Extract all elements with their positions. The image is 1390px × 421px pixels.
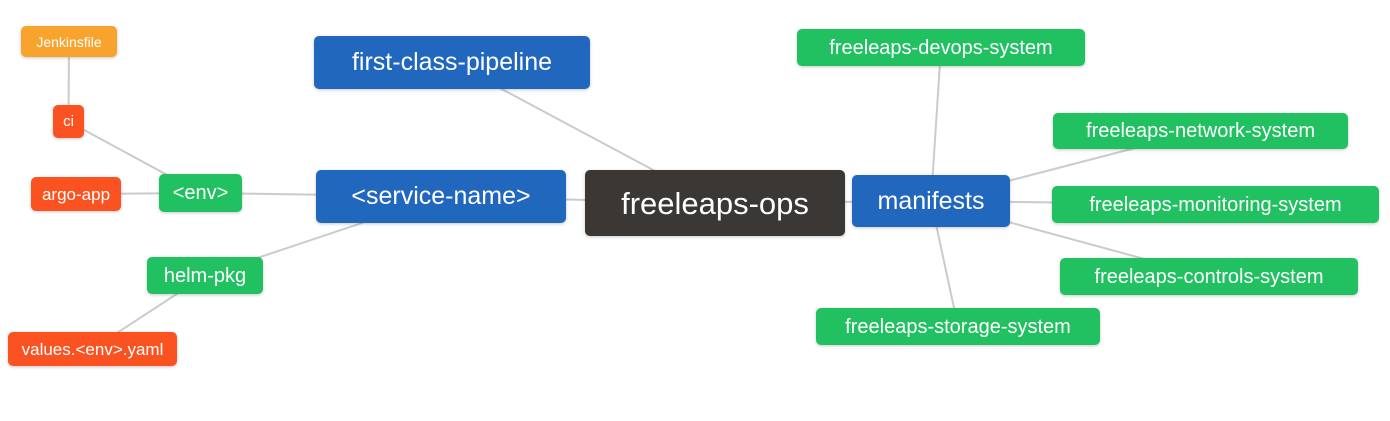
node-env[interactable]: <env> — [159, 174, 242, 212]
node-jenkinsfile[interactable]: Jenkinsfile — [21, 26, 117, 57]
node-freeleaps-controls-system[interactable]: freeleaps-controls-system — [1060, 258, 1358, 295]
node-freeleaps-ops-root[interactable]: freeleaps-ops — [585, 170, 845, 236]
node-freeleaps-monitoring-system[interactable]: freeleaps-monitoring-system — [1052, 186, 1379, 223]
node-freeleaps-devops-system[interactable]: freeleaps-devops-system — [797, 29, 1085, 66]
node-label: freeleaps-controls-system — [1094, 265, 1324, 288]
node-label: manifests — [877, 186, 985, 215]
node-label: ci — [63, 113, 74, 130]
node-freeleaps-network-system[interactable]: freeleaps-network-system — [1053, 113, 1348, 149]
node-label: values.<env>.yaml — [21, 339, 164, 359]
node-ci[interactable]: ci — [53, 105, 84, 138]
node-label: freeleaps-monitoring-system — [1089, 193, 1342, 216]
node-helm-pkg[interactable]: helm-pkg — [147, 257, 263, 294]
node-freeleaps-storage-system[interactable]: freeleaps-storage-system — [816, 308, 1100, 345]
node-values-env-yaml[interactable]: values.<env>.yaml — [8, 332, 177, 366]
node-label: Jenkinsfile — [36, 33, 102, 50]
node-label: freeleaps-storage-system — [845, 315, 1071, 338]
node-label: first-class-pipeline — [351, 48, 553, 76]
node-first-class-pipeline[interactable]: first-class-pipeline — [314, 36, 590, 89]
node-label: <env> — [172, 182, 229, 204]
node-label: freeleaps-network-system — [1086, 120, 1315, 142]
node-label: freeleaps-devops-system — [829, 36, 1053, 59]
node-label: argo-app — [41, 184, 111, 204]
node-label: <service-name> — [351, 182, 531, 210]
node-label: helm-pkg — [163, 264, 247, 287]
node-service-name[interactable]: <service-name> — [316, 170, 566, 223]
node-manifests[interactable]: manifests — [852, 175, 1010, 227]
node-label: freeleaps-ops — [621, 185, 809, 221]
node-argo-app[interactable]: argo-app — [31, 177, 121, 211]
